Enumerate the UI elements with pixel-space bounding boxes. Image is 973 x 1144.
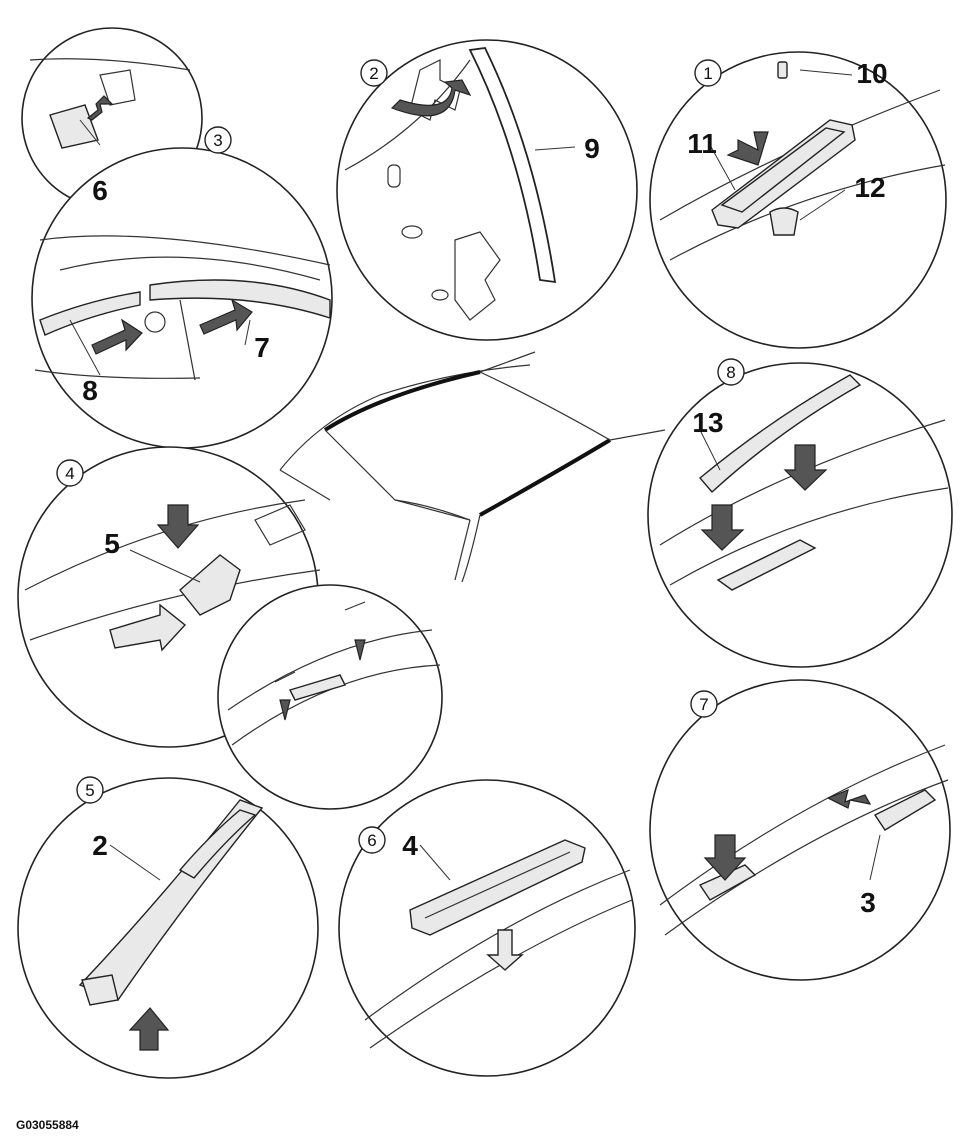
callout-9: 9 xyxy=(584,133,600,164)
step-number: 8 xyxy=(726,363,735,382)
detail-7 xyxy=(649,679,951,981)
callout-4: 4 xyxy=(402,830,418,861)
figure-id: G03055884 xyxy=(16,1118,79,1132)
detail-3 xyxy=(31,147,333,449)
callout-11: 11 xyxy=(687,128,717,159)
detail-2 xyxy=(336,39,638,341)
detail-1 xyxy=(649,51,947,349)
step-marker-8: 8 xyxy=(717,358,745,386)
step-number: 2 xyxy=(369,64,378,83)
step-marker-3: 3 xyxy=(204,126,232,154)
step-marker-6: 6 xyxy=(358,826,386,854)
step-number: 7 xyxy=(699,695,708,714)
step-marker-2: 2 xyxy=(360,59,388,87)
step-marker-5: 5 xyxy=(76,776,104,804)
callout-13: 13 xyxy=(692,407,723,438)
callout-5: 5 xyxy=(104,528,120,559)
callout-12: 12 xyxy=(854,172,885,203)
step-marker-1: 1 xyxy=(694,59,722,87)
callout-10: 10 xyxy=(856,58,887,89)
inset-detail-4 xyxy=(217,584,443,810)
step-number: 4 xyxy=(65,464,74,483)
part-callouts: 2 3 4 5 6 7 8 9 10 11 12 13 xyxy=(82,58,887,918)
detail-8 xyxy=(647,362,953,668)
callout-6: 6 xyxy=(92,175,108,206)
callout-2: 2 xyxy=(92,830,108,861)
callout-3: 3 xyxy=(860,887,876,918)
step-number: 1 xyxy=(703,64,712,83)
detail-6 xyxy=(338,779,636,1077)
leader-lines xyxy=(69,69,881,881)
step-number: 6 xyxy=(367,831,376,850)
step-marker-7: 7 xyxy=(690,690,718,718)
step-number: 5 xyxy=(85,781,94,800)
callout-7: 7 xyxy=(254,332,270,363)
detail-5 xyxy=(17,777,319,1079)
step-marker-4: 4 xyxy=(56,459,84,487)
car-roof-overview xyxy=(279,351,666,583)
step-number: 3 xyxy=(213,131,222,150)
callout-8: 8 xyxy=(82,375,98,406)
step-markers: 1 2 3 4 5 6 7 8 xyxy=(56,59,745,854)
